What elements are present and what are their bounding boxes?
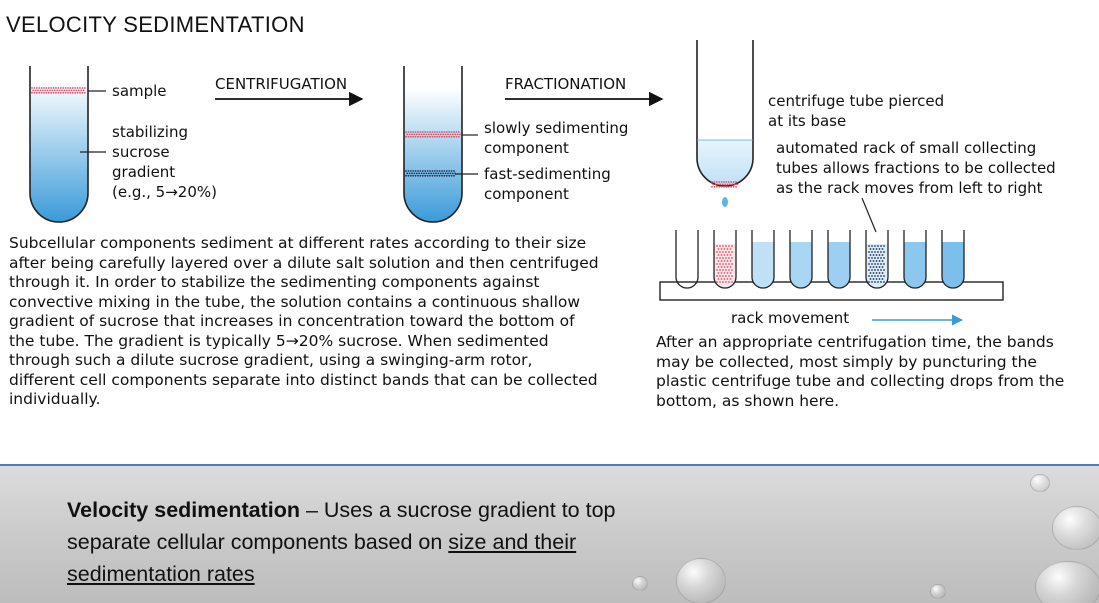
pierced-label-1: centrifuge tube pierced [768, 92, 944, 110]
tube-3-pierced [696, 40, 754, 207]
right-paragraph: After an appropriate centrifugation time… [656, 333, 1065, 410]
summary-term: Velocity sedimentation [67, 498, 300, 522]
water-drop-decoration [676, 558, 726, 603]
gradient-label-3: gradient [112, 163, 175, 181]
fast-label-2: component [484, 185, 569, 203]
water-drop-decoration [1030, 474, 1050, 492]
summary-panel: Velocity sedimentation – Uses a sucrose … [0, 464, 1099, 603]
slow-label-2: component [484, 139, 569, 157]
summary-body: – Uses a sucrose gradient to top separat… [67, 498, 616, 554]
rack-label-2: tubes allows fractions to be collected [776, 159, 1056, 177]
sample-label: sample [112, 82, 167, 100]
sample-band [31, 87, 86, 94]
fast-label-1: fast-sedimenting [484, 165, 611, 183]
tube-1 [29, 66, 89, 223]
summary-underlined: size and their sedimentation rates [67, 530, 577, 586]
centrifugation-label: CENTRIFUGATION [215, 75, 347, 93]
collection-rack [659, 230, 1004, 301]
fractionation-label: FRACTIONATION [505, 75, 626, 93]
slow-label-1: slowly sedimenting [484, 119, 628, 137]
slide-title: VELOCITY SEDIMENTATION [6, 12, 305, 37]
tube-2 [403, 66, 463, 223]
rack-label-3: as the rack moves from left to right [776, 179, 1043, 197]
pierced-label-2: at its base [768, 112, 846, 130]
summary-text: Velocity sedimentation – Uses a sucrose … [67, 494, 687, 590]
water-drop-decoration [930, 584, 946, 599]
fast-band [405, 170, 457, 177]
drop-icon [722, 197, 728, 207]
water-drop-decoration [632, 576, 648, 591]
gradient-label-4: (e.g., 5→20%) [112, 183, 217, 201]
left-paragraph: Subcellular components sediment at diffe… [9, 234, 599, 408]
tube-3-band [711, 181, 739, 188]
sedimentation-diagram: sample stabilizing sucrose gradient (e.g… [29, 40, 1056, 327]
gradient-label-1: stabilizing [112, 123, 188, 141]
rack-label-1: automated rack of small collecting [776, 139, 1036, 157]
gradient-label-2: sucrose [112, 143, 170, 161]
water-drop-decoration [1052, 506, 1099, 550]
rack-movement-label: rack movement [731, 309, 849, 327]
slow-band [405, 131, 461, 138]
water-drop-decoration [1035, 561, 1099, 603]
